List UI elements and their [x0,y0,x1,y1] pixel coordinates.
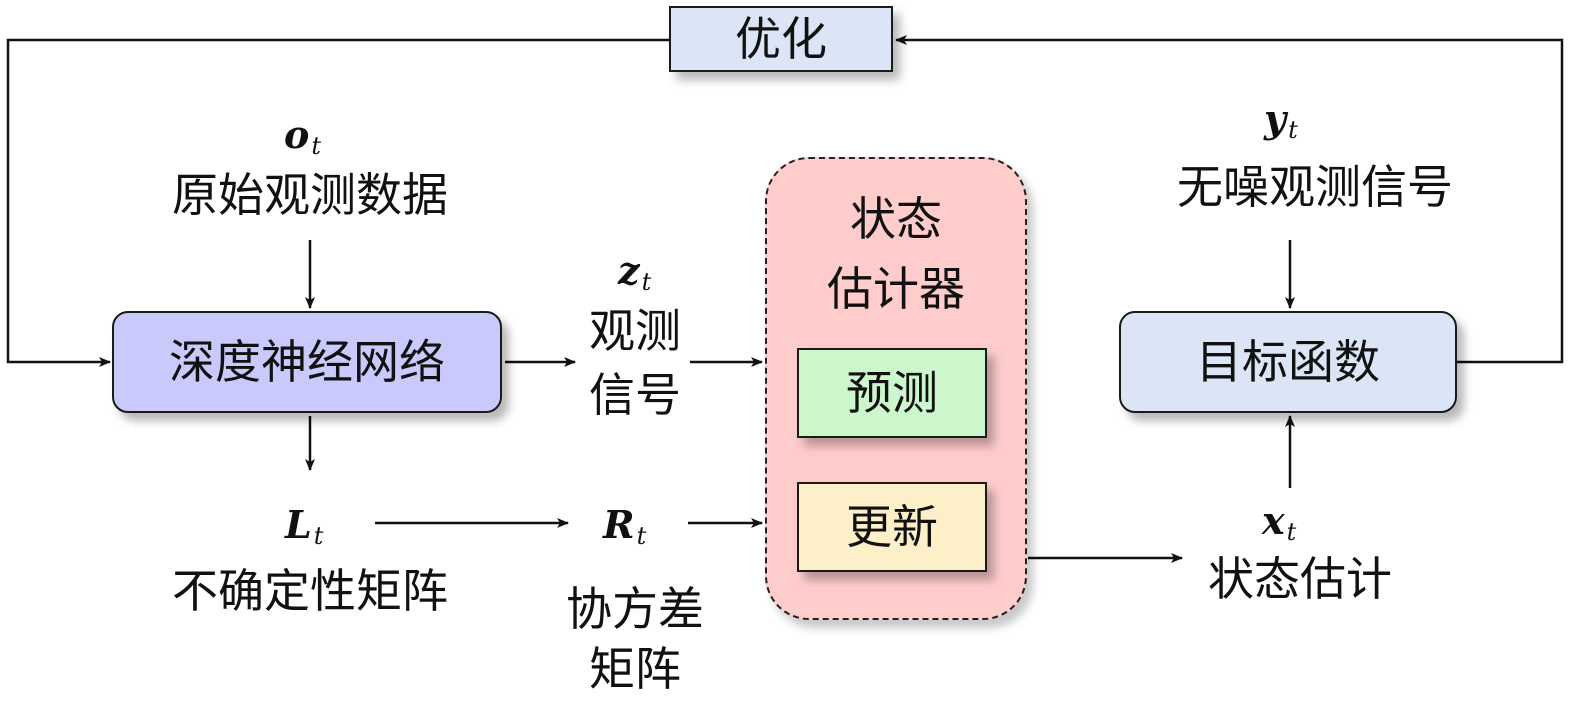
objective-to-optimize-arrow [895,35,1564,364]
dnn-box: 深度神经网络 [112,311,502,413]
objective-box: 目标函数 [1119,311,1457,413]
objective-label: 目标函数 [1196,335,1380,389]
feedback-loop-arrow [6,38,669,367]
update-label: 更新 [846,500,938,554]
obs-signal-label-line-1: 观测 [589,304,681,358]
state-estimate-symbol: xt [1262,498,1297,546]
estimator-title-line-1: 状态 [850,192,942,246]
obs-signal-label-line-2: 信号 [589,368,681,422]
cov-label-line-2: 矩阵 [589,642,681,696]
uncertainty-label: 不确定性矩阵 [172,564,448,618]
estimator-title-line-2: 估计器 [827,262,965,316]
optimize-box: 优化 [669,6,893,72]
cov-label-line-1: 协方差 [566,582,704,636]
state-estimate-label: 状态估计 [1208,552,1392,606]
optimize-label: 优化 [735,12,827,66]
predict-box: 预测 [797,348,987,438]
update-box: 更新 [797,482,987,572]
clean-signal-label: 无噪观测信号 [1177,160,1453,214]
raw-data-label: 原始观测数据 [172,168,448,222]
dnn-label: 深度神经网络 [169,335,445,389]
predict-label: 预测 [846,366,938,420]
obs-signal-symbol: zt [618,248,652,296]
cov-symbol: Rt [603,502,647,550]
uncertainty-symbol: Lt [285,502,324,550]
clean-signal-symbol: yt [1264,96,1298,144]
raw-data-symbol: ot [284,112,322,160]
